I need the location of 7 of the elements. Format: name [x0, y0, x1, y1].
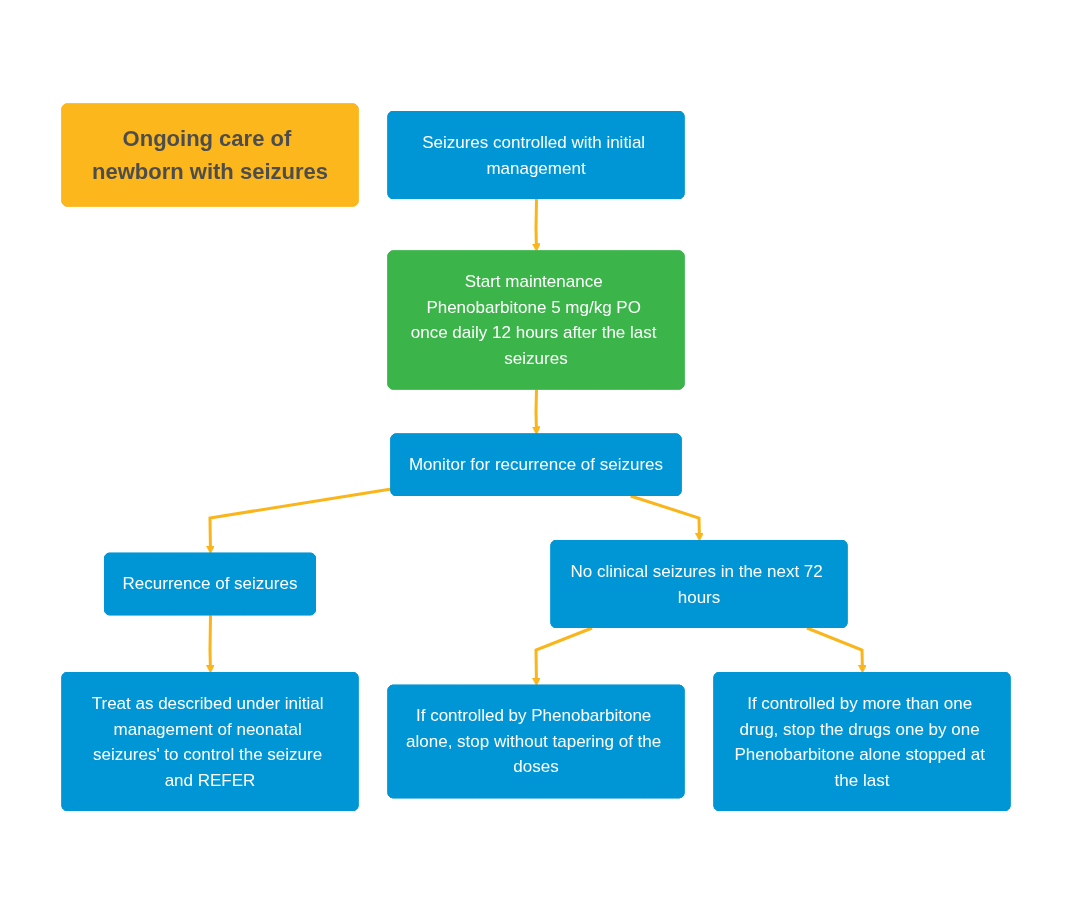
arrow — [205, 614, 215, 674]
arrow — [806, 626, 867, 674]
arrow — [206, 487, 392, 554]
arrow — [531, 198, 541, 252]
arrow — [532, 626, 593, 686]
arrow — [531, 389, 541, 435]
arrow — [630, 494, 704, 542]
